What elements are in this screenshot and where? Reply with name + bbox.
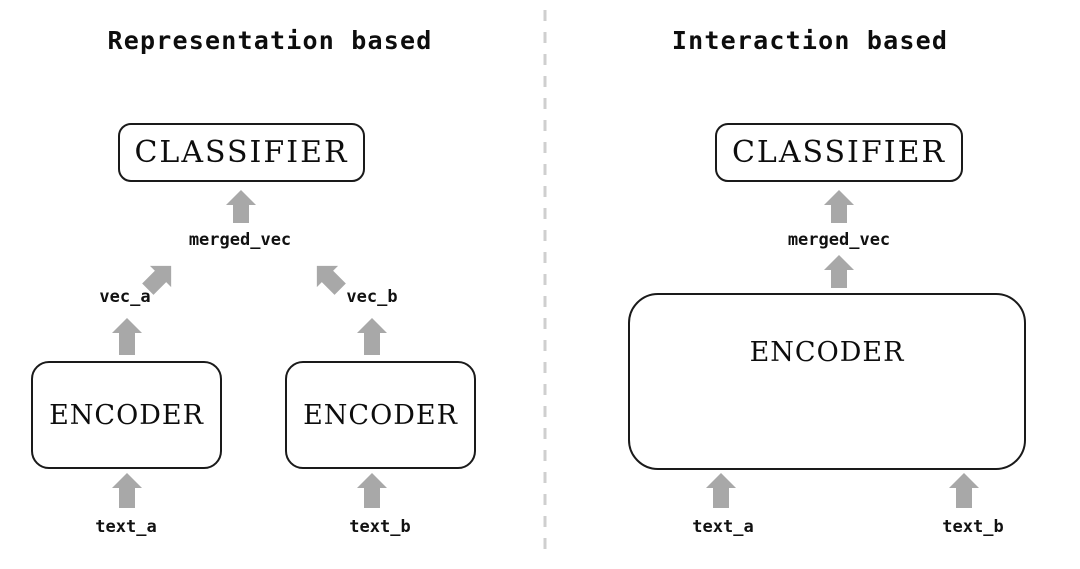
edge-label-text-b-left: text_b [349, 517, 411, 537]
arrow-encoder-b-to-vec-b [357, 318, 387, 355]
encoder-label: ENCODER [49, 399, 204, 431]
encoder-label: ENCODER [303, 399, 458, 431]
panel-title-interaction-based: Interaction based [671, 26, 949, 55]
edge-label-text-b-right: text_b [942, 517, 1004, 537]
edge-label-merged-vec-left: merged_vec [188, 230, 292, 250]
arrow-vec-a-to-merged [142, 265, 172, 295]
encoder-box-joint[interactable]: ENCODER [628, 293, 1026, 470]
edge-label-text-a-left: text_a [95, 517, 157, 537]
arrow-text-a-to-encoder-a [112, 473, 142, 508]
classifier-label: CLASSIFIER [134, 135, 349, 170]
panel-title-representation-based: Representation based [107, 26, 433, 55]
classifier-box-left[interactable]: CLASSIFIER [118, 123, 365, 182]
encoder-label: ENCODER [749, 337, 905, 368]
arrow-encoder-a-to-vec-a [112, 318, 142, 355]
encoder-box-a[interactable]: ENCODER [31, 361, 222, 469]
classifier-box-right[interactable]: CLASSIFIER [715, 123, 963, 182]
arrow-merged-to-classifier-right [824, 190, 854, 223]
classifier-label: CLASSIFIER [731, 135, 947, 170]
arrow-vec-b-to-merged [316, 265, 346, 295]
arrow-merged-to-classifier-left [226, 190, 256, 223]
edge-label-vec-b: vec_b [346, 287, 398, 307]
arrow-text-b-to-encoder-b [357, 473, 387, 508]
arrow-text-a-to-encoder-joint [706, 473, 736, 508]
edge-label-merged-vec-right: merged_vec [787, 230, 891, 250]
arrow-encoder-to-merged-right [824, 255, 854, 288]
arrow-text-b-to-encoder-joint [949, 473, 979, 508]
encoder-box-b[interactable]: ENCODER [285, 361, 476, 469]
edge-label-vec-a: vec_a [99, 287, 151, 307]
edge-label-text-a-right: text_a [692, 517, 754, 537]
